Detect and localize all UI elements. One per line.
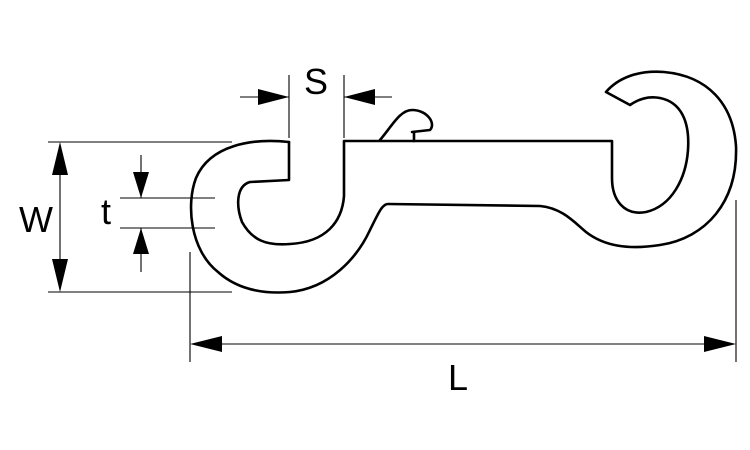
hook-outer-contour bbox=[236, 140, 346, 246]
s-arrow-left bbox=[258, 89, 289, 105]
s-label: S bbox=[304, 61, 328, 102]
dimension-s: S bbox=[240, 61, 392, 105]
l-arrow-left bbox=[190, 336, 222, 352]
w-arrow-bottom bbox=[52, 259, 68, 292]
w-arrow-top bbox=[52, 142, 68, 175]
s-arrow-right bbox=[344, 89, 375, 105]
t-arrow-bottom bbox=[133, 228, 149, 254]
w-label: W bbox=[19, 199, 53, 240]
snap-hook-body bbox=[189, 70, 738, 294]
hook-eye-outer bbox=[189, 70, 738, 294]
dimension-l: L bbox=[190, 336, 736, 398]
t-label: t bbox=[101, 191, 111, 232]
gate-latch bbox=[378, 108, 434, 143]
t-arrow-top bbox=[133, 172, 149, 198]
latch-knob bbox=[378, 108, 434, 142]
dimension-t: t bbox=[101, 155, 149, 272]
l-label: L bbox=[448, 357, 468, 398]
l-arrow-right bbox=[704, 336, 736, 352]
dimension-w: W bbox=[19, 142, 68, 292]
extension-lines bbox=[48, 75, 737, 362]
